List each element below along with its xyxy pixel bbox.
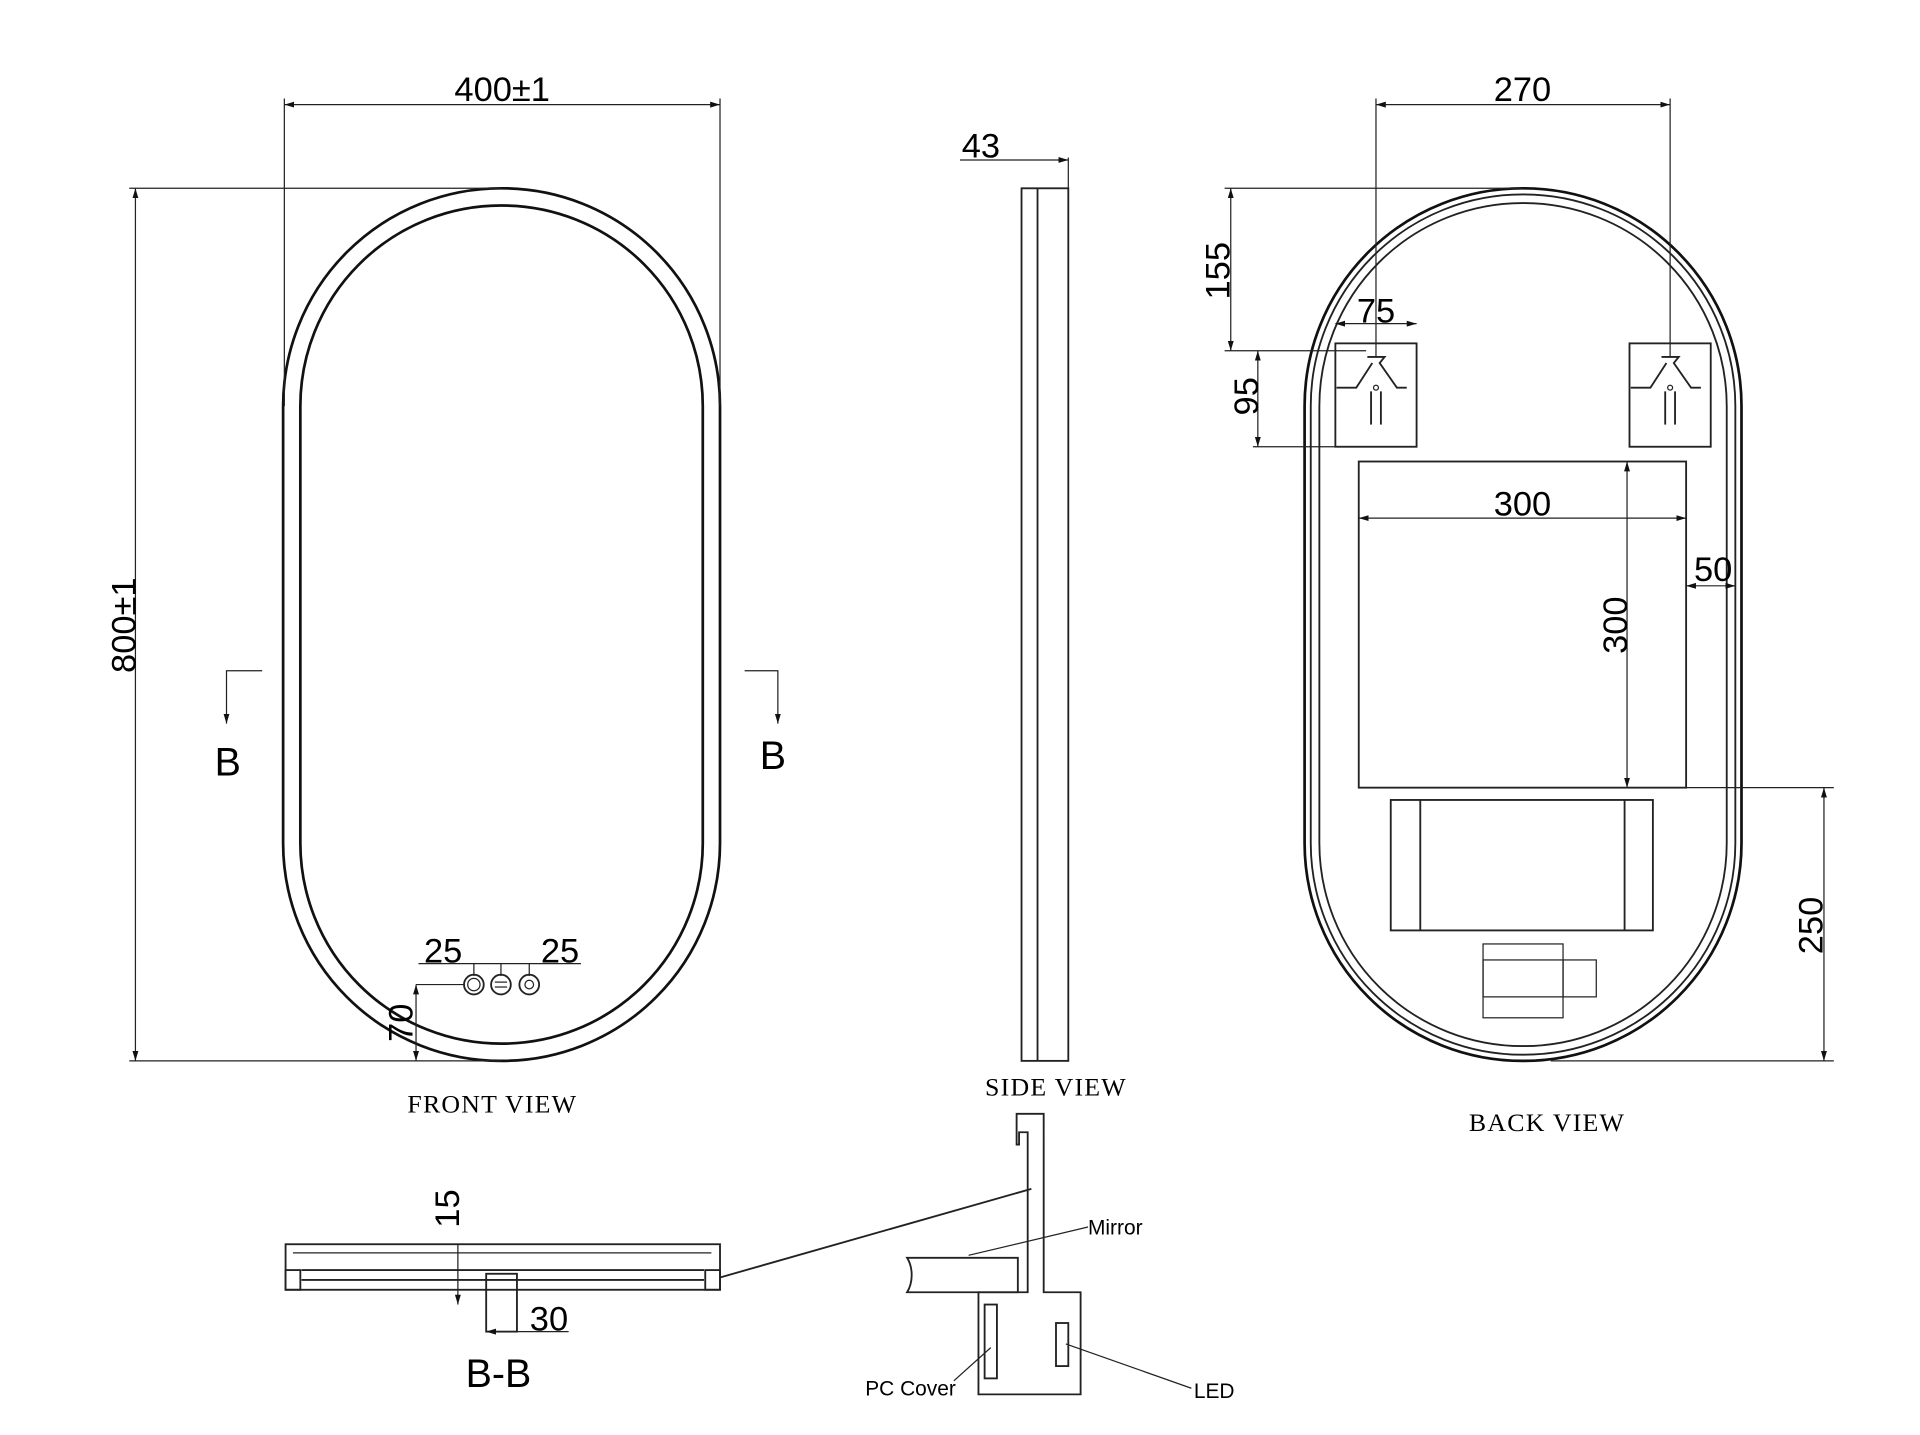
- section-arrow-left: [223, 670, 263, 724]
- bracket-width-label: 75: [1357, 292, 1395, 330]
- mirror-callout: Mirror: [1088, 1216, 1143, 1239]
- hanging-bracket-right: [1628, 342, 1712, 448]
- power-icon: [463, 973, 485, 996]
- dimmer-icon: [490, 973, 512, 996]
- section-mark-left: B: [215, 740, 241, 784]
- section-mark-right: B: [760, 734, 786, 778]
- switch-module: [1482, 943, 1597, 1019]
- bracket-height-label: 95: [1228, 377, 1266, 415]
- driver-box: [1357, 460, 1688, 789]
- connector: [485, 1272, 518, 1333]
- box-height-label: 300: [1597, 596, 1635, 653]
- side-profile: [1020, 187, 1070, 1062]
- front-height-label: 800±1: [105, 577, 143, 673]
- light-icon: [518, 973, 541, 996]
- mirror-glass: [905, 1256, 1019, 1294]
- pc-cover: [983, 1303, 998, 1380]
- front-mirror-inner: [298, 204, 705, 1045]
- hanging-bracket-left: [1334, 342, 1418, 448]
- section-thickness-label: 15: [429, 1189, 467, 1227]
- button-spacing-left-label: 25: [424, 932, 462, 970]
- back-view: 270 155 75 95 300 300 50 250 BACK VIEW: [1200, 71, 1834, 1137]
- button-height-label: 70: [382, 1004, 420, 1042]
- battery-box: [1389, 799, 1654, 932]
- pc-cover-callout: PC Cover: [865, 1378, 956, 1401]
- profile-detail: Mirror PC Cover LED: [865, 1112, 1235, 1403]
- bracket-top-label: 155: [1200, 242, 1238, 299]
- side-depth-label: 43: [962, 128, 1000, 166]
- box-side-label: 50: [1694, 551, 1732, 589]
- front-frame-outer: [281, 186, 722, 1063]
- front-view-title: FRONT VIEW: [407, 1090, 577, 1119]
- back-view-title: BACK VIEW: [1469, 1108, 1625, 1137]
- box-width-label: 300: [1494, 486, 1551, 524]
- bracket-spacing-label: 270: [1494, 71, 1551, 109]
- side-view: 43 SIDE VIEW: [960, 128, 1127, 1101]
- section-b-b: 15 30 B-B: [284, 1187, 1032, 1396]
- side-view-title: SIDE VIEW: [985, 1072, 1127, 1101]
- section-arrow-right: [744, 670, 781, 724]
- button-spacing-right-label: 25: [541, 932, 579, 970]
- led-callout: LED: [1194, 1380, 1235, 1403]
- box-bottom-label: 250: [1793, 897, 1831, 954]
- front-width-label: 400±1: [454, 71, 550, 109]
- section-title: B-B: [466, 1352, 532, 1396]
- front-view: 400±1 800±1 B B 25 25 70 FRONT VIEW: [105, 71, 786, 1119]
- connector-width-label: 30: [530, 1300, 568, 1338]
